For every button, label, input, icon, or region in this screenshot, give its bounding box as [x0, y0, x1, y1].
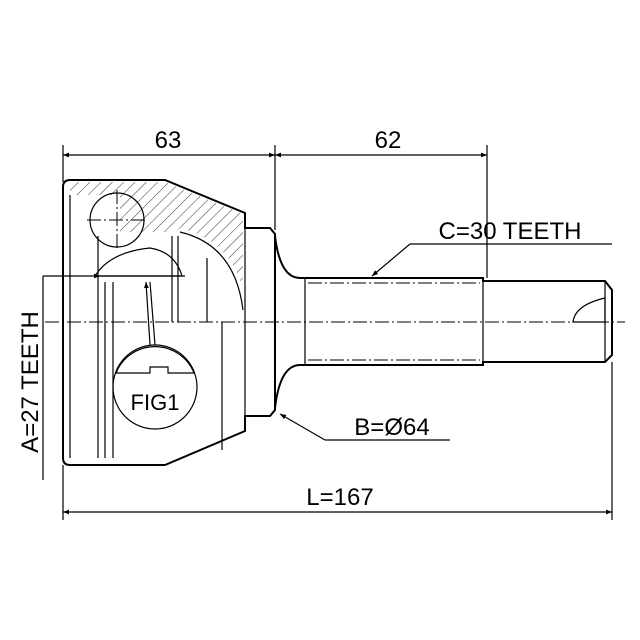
svg-text:L=167: L=167 [306, 484, 373, 511]
fig1-label: FIG1 [131, 390, 180, 415]
inner-teeth-callout: A=27 TEETH [17, 273, 100, 480]
svg-text:63: 63 [155, 127, 182, 154]
shaft [274, 235, 613, 409]
ball [87, 190, 147, 250]
fig1-detail: FIG1 [112, 281, 198, 430]
svg-text:62: 62 [375, 127, 402, 154]
outer-housing [62, 179, 276, 466]
dimension-overall-length: L=167 [63, 484, 612, 515]
dimension-62: 62 [275, 127, 487, 158]
svg-text:C=30 TEETH: C=30 TEETH [439, 218, 582, 245]
outer-teeth-callout: C=30 TEETH [371, 218, 612, 277]
svg-text:A=27 TEETH: A=27 TEETH [17, 311, 44, 453]
dimension-63: 63 [63, 127, 275, 158]
svg-text:B=Ø64: B=Ø64 [354, 414, 429, 441]
abs-diameter-callout: B=Ø64 [279, 413, 450, 441]
